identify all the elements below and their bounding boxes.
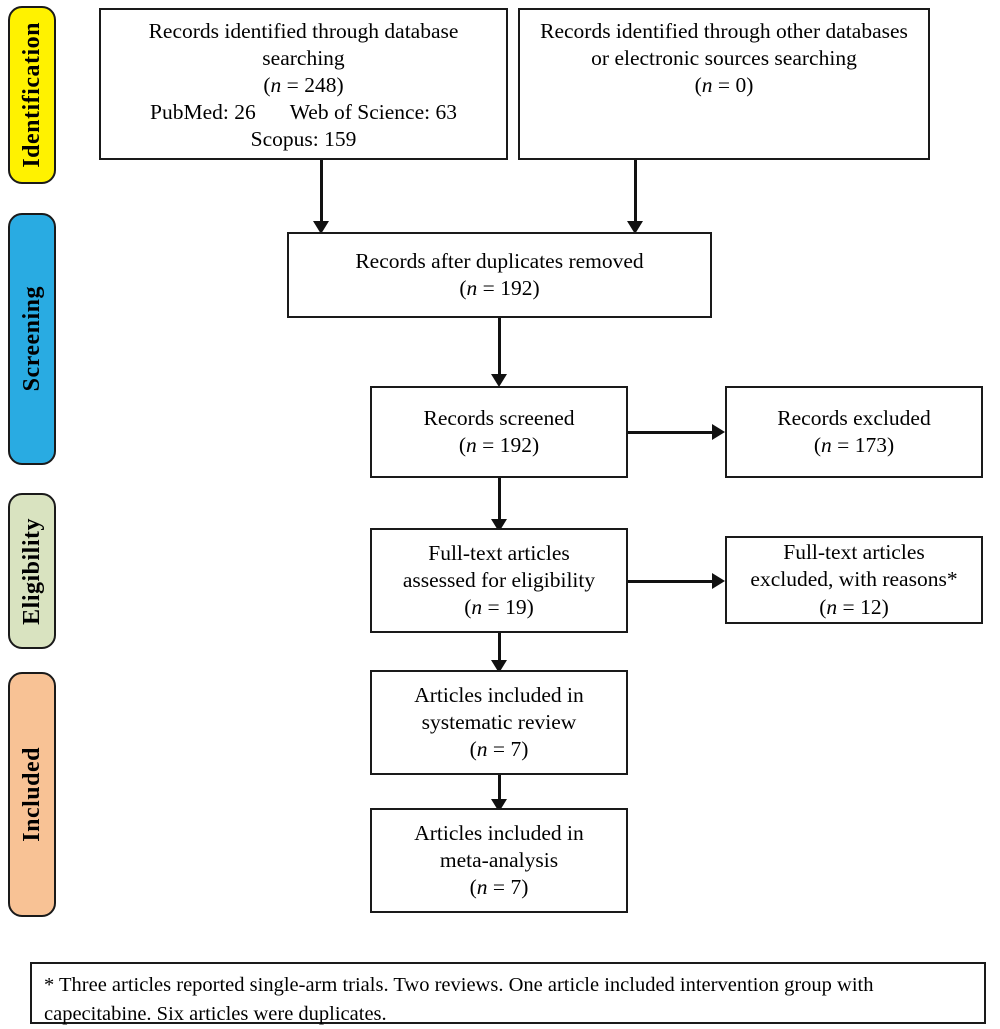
other-search-line2: or electronic sources searching: [591, 46, 857, 71]
stage-label-eligibility: Eligibility: [8, 493, 56, 649]
systematic-review-line2: systematic review: [421, 709, 577, 734]
fulltext-excluded-line1: Full-text articles: [783, 540, 925, 565]
stage-label-screening-text: Screening: [19, 286, 45, 392]
stage-label-eligibility-text: Eligibility: [19, 517, 45, 625]
records-screened-line1: Records screened: [423, 405, 575, 430]
db-search-sources-row1: PubMed: 26 Web of Science: 63: [111, 99, 496, 126]
db-search-line2: searching: [262, 46, 345, 71]
connector-db-search-to-duplicates: [320, 160, 323, 223]
other-search-count: (n = 0): [694, 73, 754, 98]
arrow-db-search-to-duplicates: [313, 221, 329, 234]
connector-assessed-to-systematic-review: [498, 633, 501, 664]
connector-duplicates-to-screened: [498, 318, 501, 376]
duplicates-line1: Records after duplicates removed: [355, 248, 644, 273]
connector-other-search-to-duplicates: [634, 160, 637, 223]
meta-analysis-line2: meta-analysis: [439, 847, 559, 872]
box-articles-included-systematic-review: Articles included in systematic review (…: [370, 670, 628, 775]
connector-assessed-to-fulltext-excluded: [628, 580, 713, 583]
stage-label-identification-text: Identification: [19, 22, 45, 168]
connector-screened-to-excluded: [628, 431, 713, 434]
arrow-assessed-to-fulltext-excluded: [712, 573, 725, 589]
box-records-identified-database: Records identified through database sear…: [99, 8, 508, 160]
systematic-review-line1: Articles included in: [414, 682, 584, 707]
stage-label-screening: Screening: [8, 213, 56, 465]
stage-label-included: Included: [8, 672, 56, 917]
box-records-after-duplicates-removed: Records after duplicates removed (n = 19…: [287, 232, 712, 318]
connector-systematic-review-to-meta-analysis: [498, 775, 501, 803]
duplicates-count: (n = 192): [459, 276, 540, 300]
box-fulltext-articles-assessed: Full-text articles assessed for eligibil…: [370, 528, 628, 633]
systematic-review-count: (n = 7): [469, 737, 529, 762]
fulltext-assessed-line2: assessed for eligibility: [402, 567, 596, 592]
meta-analysis-count: (n = 7): [469, 875, 529, 900]
connector-screened-to-fulltext: [498, 478, 501, 522]
arrow-screened-to-excluded: [712, 424, 725, 440]
records-excluded-line1: Records excluded: [777, 405, 931, 430]
stage-label-included-text: Included: [19, 747, 45, 842]
stage-label-identification: Identification: [8, 6, 56, 184]
fulltext-assessed-line1: Full-text articles: [428, 540, 570, 565]
source-scopus: Scopus: 159: [250, 127, 357, 152]
box-records-identified-other-sources: Records identified through other databas…: [518, 8, 930, 160]
arrow-duplicates-to-screened: [491, 374, 507, 387]
fulltext-assessed-count: (n = 19): [464, 595, 534, 620]
db-search-count: (n = 248): [263, 73, 344, 98]
source-pubmed: PubMed: 26: [150, 100, 256, 125]
records-excluded-count: (n = 173): [813, 433, 895, 457]
footnote-text: * Three articles reported single-arm tri…: [44, 974, 874, 1026]
other-search-line1: Records identified through other databas…: [540, 19, 908, 43]
meta-analysis-line1: Articles included in: [414, 820, 584, 845]
arrow-assessed-to-systematic-review: [491, 660, 507, 673]
source-web-of-science: Web of Science: 63: [289, 100, 457, 125]
box-fulltext-articles-excluded: Full-text articles excluded, with reason…: [725, 536, 983, 624]
box-records-screened: Records screened (n = 192): [370, 386, 628, 478]
records-screened-count: (n = 192): [458, 433, 540, 457]
footnote-box: * Three articles reported single-arm tri…: [30, 962, 986, 1026]
db-search-line1: Records identified through database: [148, 19, 459, 43]
box-records-excluded: Records excluded (n = 173): [725, 386, 983, 478]
fulltext-excluded-line2: excluded, with reasons*: [750, 567, 958, 592]
fulltext-excluded-count: (n = 12): [819, 594, 889, 619]
arrow-other-search-to-duplicates: [627, 221, 643, 234]
box-articles-included-meta-analysis: Articles included in meta-analysis (n = …: [370, 808, 628, 913]
